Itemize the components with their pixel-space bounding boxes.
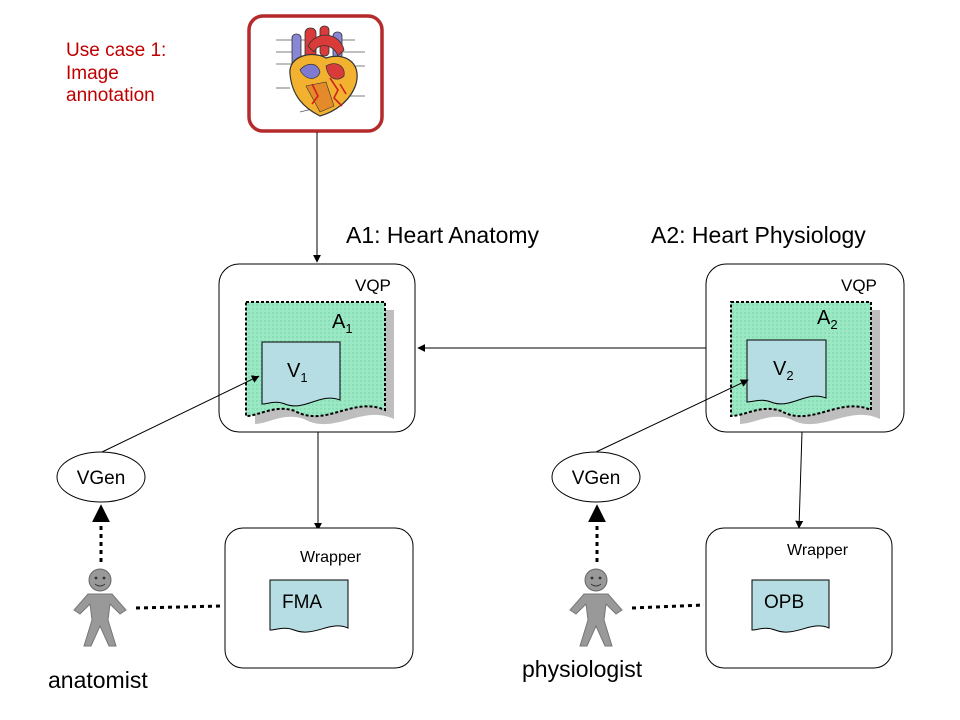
right-vqp-to-wrapper-arrow	[795, 431, 804, 529]
left-annotation-label: A1	[332, 311, 353, 336]
a2-title: A2: Heart Physiology	[651, 222, 866, 248]
anatomist-label: anatomist	[48, 667, 148, 693]
anatomist-to-wrapper-line	[135, 604, 223, 610]
right-view-doc	[746, 339, 827, 405]
heart-image	[247, 14, 384, 133]
right-annotation-label: A2	[817, 307, 838, 332]
left-vqp-label: VQP	[355, 276, 391, 295]
right-view-label: V2	[773, 358, 794, 383]
right-vqp: VQP A2 V2	[705, 263, 905, 433]
use-case-line1: Use case 1:	[66, 40, 166, 61]
left-view-doc	[261, 341, 341, 407]
left-vgen-ellipse	[56, 451, 146, 503]
heart-image-icon	[276, 25, 365, 117]
left-wrapper: Wrapper FMA	[224, 527, 414, 669]
physiologist-person-icon	[569, 568, 623, 647]
left-source-doc	[269, 579, 349, 633]
left-source-label: FMA	[282, 592, 322, 613]
right-source-label: OPB	[764, 592, 804, 613]
right-source-doc	[751, 579, 830, 633]
use-case-line2: Image	[66, 63, 119, 84]
right-wrapper-label: Wrapper	[787, 542, 849, 559]
physiologist-to-wrapper-line	[631, 603, 705, 610]
right-wrapper: Wrapper OPB	[705, 527, 893, 669]
right-vgen-to-view-arrow	[595, 379, 749, 453]
anatomist-person-icon	[73, 568, 127, 647]
physiologist-label: physiologist	[522, 656, 643, 682]
left-view-label: V1	[287, 360, 308, 385]
right-vgen: VGen	[551, 451, 641, 503]
use-case-line3: annotation	[66, 85, 155, 106]
left-vgen: VGen	[56, 451, 146, 503]
use-case-label: Use case 1: Image annotation	[66, 40, 166, 106]
left-vqp: VQP A1 V1	[218, 263, 416, 433]
left-vgen-label: VGen	[77, 468, 126, 489]
a1-title: A1: Heart Anatomy	[346, 222, 540, 248]
right-vqp-label: VQP	[841, 276, 877, 295]
right-vgen-label: VGen	[572, 468, 621, 489]
left-vgen-to-view-arrow	[101, 375, 260, 453]
left-wrapper-label: Wrapper	[300, 549, 362, 566]
